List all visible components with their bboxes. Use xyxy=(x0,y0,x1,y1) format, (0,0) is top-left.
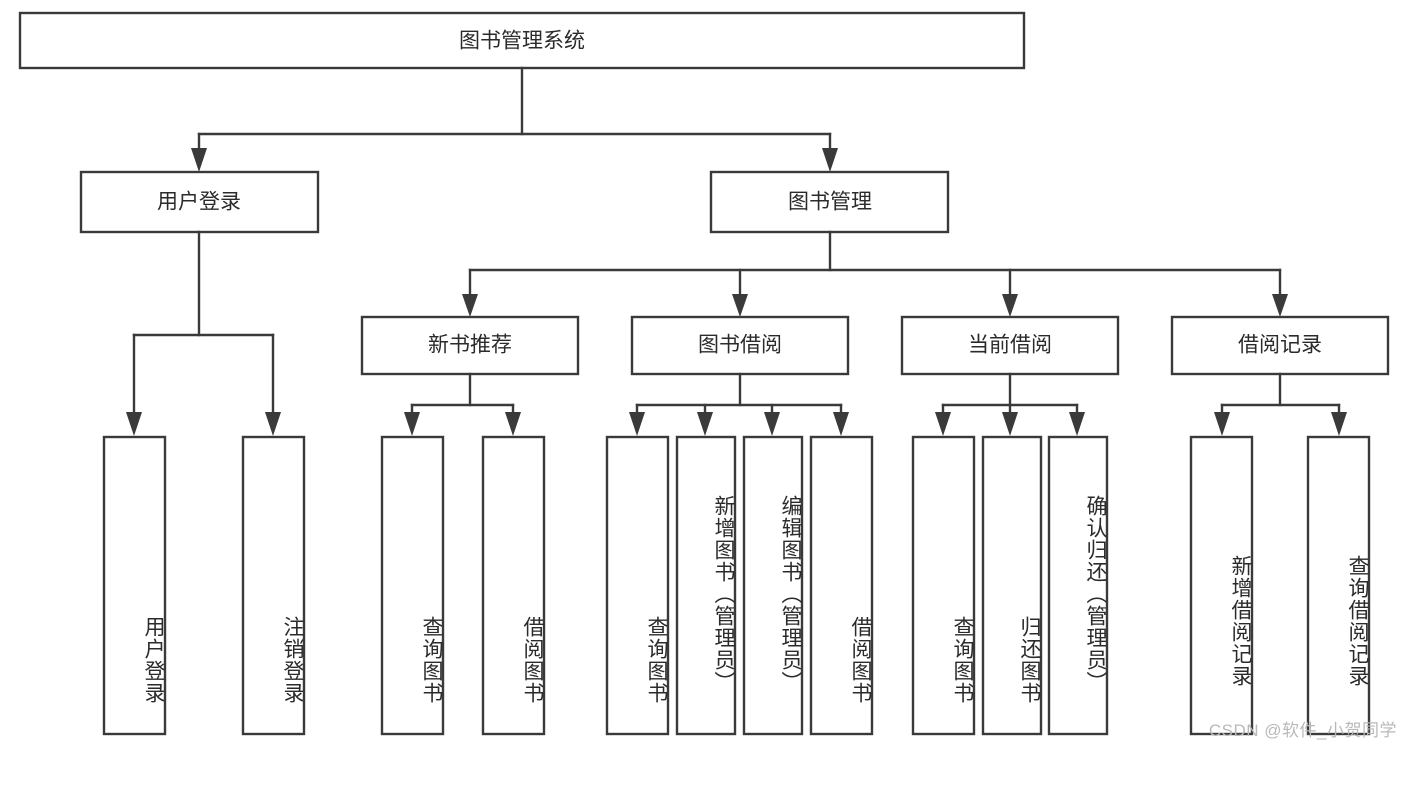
leaf-box-query-book-3[interactable] xyxy=(911,435,976,736)
node-new-book-recommend[interactable]: 新书推荐 xyxy=(360,315,580,376)
csdn-watermark: CSDN @软件_小贺同学 xyxy=(1208,721,1397,740)
leaf-box-query-record[interactable] xyxy=(1306,435,1371,736)
arrow-bm-to-current-borrow xyxy=(1002,294,1018,317)
node-book-management[interactable]: 图书管理 xyxy=(709,170,950,234)
arrow-cb-leaf-2 xyxy=(1002,412,1018,436)
arrow-cb-leaf-1 xyxy=(935,412,951,436)
arrow-user-login-leaf-2 xyxy=(265,412,281,436)
arrow-br-leaf-2 xyxy=(1331,412,1347,436)
leaf-box-add-record[interactable] xyxy=(1189,435,1254,736)
arrow-bb-leaf-3 xyxy=(764,412,780,436)
leaf-box-return-book[interactable] xyxy=(981,435,1043,736)
node-book-borrow-label: 图书借阅 xyxy=(698,334,782,357)
arrow-user-login-leaf-1 xyxy=(126,412,142,436)
leaf-box-add-book[interactable] xyxy=(675,435,737,736)
leaf-box-logout-login[interactable] xyxy=(241,435,306,736)
arrow-bm-to-new-book-recommend xyxy=(462,294,478,317)
arrow-bb-leaf-1 xyxy=(629,412,645,436)
functional-structure-diagram: 图书管理系统 用户登录 图书管理 xyxy=(18,11,1397,740)
node-new-book-recommend-box[interactable] xyxy=(360,315,580,376)
node-new-book-recommend-label: 新书推荐 xyxy=(428,334,512,357)
node-book-management-label: 图书管理 xyxy=(788,191,872,214)
node-user-login[interactable]: 用户登录 xyxy=(79,170,320,234)
diagram-canvas: 图书管理系统 用户登录 图书管理 xyxy=(18,11,1390,736)
node-borrow-record-box[interactable] xyxy=(1170,315,1390,376)
arrow-root-to-user-login xyxy=(191,148,207,172)
arrow-br-leaf-1 xyxy=(1214,412,1230,436)
node-root[interactable]: 图书管理系统 xyxy=(18,11,1026,70)
arrow-bm-to-book-borrow xyxy=(732,294,748,317)
arrow-cb-leaf-3 xyxy=(1069,412,1085,436)
leaf-box-borrow-book-1[interactable] xyxy=(481,435,546,736)
arrow-root-to-book-management xyxy=(822,148,838,172)
leaf-box-confirm-return[interactable] xyxy=(1047,435,1109,736)
arrow-bm-to-borrow-record xyxy=(1272,294,1288,317)
node-current-borrow-box[interactable] xyxy=(900,315,1120,376)
arrow-nbr-leaf-2 xyxy=(505,412,521,436)
node-root-box[interactable] xyxy=(18,11,1026,70)
arrow-bb-leaf-2 xyxy=(697,412,713,436)
node-book-borrow[interactable]: 图书借阅 xyxy=(630,315,850,376)
leaf-box-borrow-book-2[interactable] xyxy=(809,435,874,736)
leaf-box-user-login[interactable] xyxy=(102,435,167,736)
node-book-borrow-box[interactable] xyxy=(630,315,850,376)
node-book-management-box[interactable] xyxy=(709,170,950,234)
arrow-nbr-leaf-1 xyxy=(404,412,420,436)
arrow-bb-leaf-4 xyxy=(833,412,849,436)
node-root-label: 图书管理系统 xyxy=(459,30,585,53)
leaf-box-query-book-2[interactable] xyxy=(605,435,670,736)
leaf-box-query-book-1[interactable] xyxy=(380,435,445,736)
node-borrow-record[interactable]: 借阅记录 xyxy=(1170,315,1390,376)
node-borrow-record-label: 借阅记录 xyxy=(1238,334,1322,357)
leaf-box-edit-book[interactable] xyxy=(742,435,804,736)
node-current-borrow-label: 当前借阅 xyxy=(968,334,1052,357)
node-current-borrow[interactable]: 当前借阅 xyxy=(900,315,1120,376)
node-user-login-label: 用户登录 xyxy=(157,191,241,214)
